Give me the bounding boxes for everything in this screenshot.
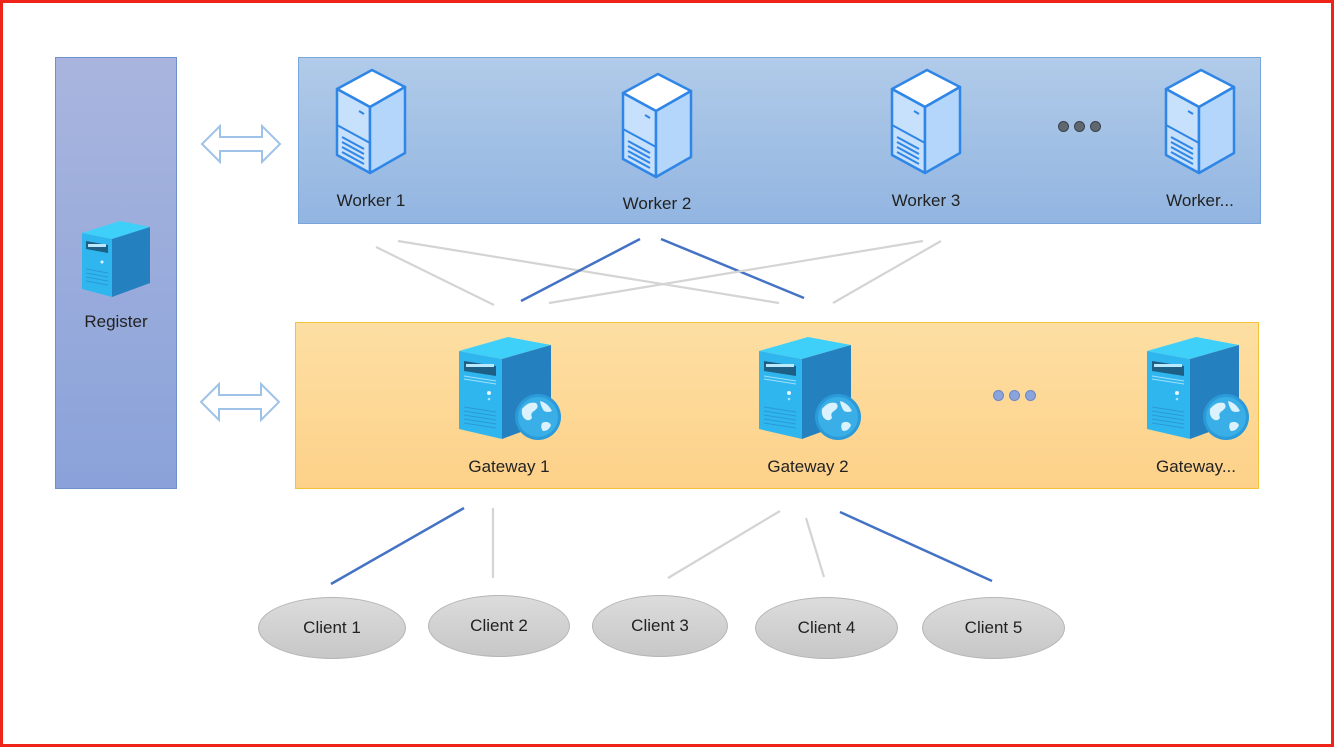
server-outline-icon xyxy=(890,68,962,175)
gateway-label: Gateway 1 xyxy=(468,457,550,476)
workers-panel xyxy=(298,57,1261,224)
server-outline-icon xyxy=(621,72,693,179)
web-server-icon xyxy=(1147,337,1249,440)
client-label: Client 2 xyxy=(470,616,528,635)
inactive-link xyxy=(375,246,495,306)
gateway-label: Gateway... xyxy=(1156,457,1236,476)
client-label: Client 3 xyxy=(631,616,689,635)
web-server-icon xyxy=(459,337,561,440)
worker-label: Worker 1 xyxy=(336,191,406,210)
active-link xyxy=(839,510,993,583)
register-workers-arrow-icon xyxy=(200,124,282,164)
gateways-ellipsis-icon xyxy=(993,390,1036,401)
client-label: Client 5 xyxy=(964,618,1023,637)
client-node: Client 2 xyxy=(428,595,570,657)
gateway-label: Gateway 2 xyxy=(767,457,849,476)
inactive-link xyxy=(548,239,924,305)
web-server-icon xyxy=(759,337,861,440)
client-node: Client 4 xyxy=(755,597,898,659)
register-label: Register xyxy=(84,312,148,331)
worker-label: Worker 3 xyxy=(891,191,961,210)
inactive-link xyxy=(397,239,780,305)
client-node: Client 5 xyxy=(922,597,1065,659)
client-node: Client 1 xyxy=(258,597,406,659)
active-link xyxy=(330,506,465,586)
client-node: Client 3 xyxy=(592,595,728,657)
worker-label: Worker... xyxy=(1166,191,1234,210)
register-gateways-arrow-icon xyxy=(199,382,281,422)
inactive-link xyxy=(832,240,942,304)
inactive-link xyxy=(804,517,826,578)
server-outline-icon xyxy=(335,68,407,175)
client-label: Client 1 xyxy=(303,618,361,637)
active-link xyxy=(520,237,641,303)
inactive-link xyxy=(667,510,781,579)
workers-ellipsis-icon xyxy=(1058,121,1101,132)
worker-label: Worker 2 xyxy=(622,194,692,213)
client-label: Client 4 xyxy=(797,618,856,637)
server-outline-icon xyxy=(1164,68,1236,175)
active-link xyxy=(660,237,805,300)
server-icon xyxy=(82,221,150,297)
